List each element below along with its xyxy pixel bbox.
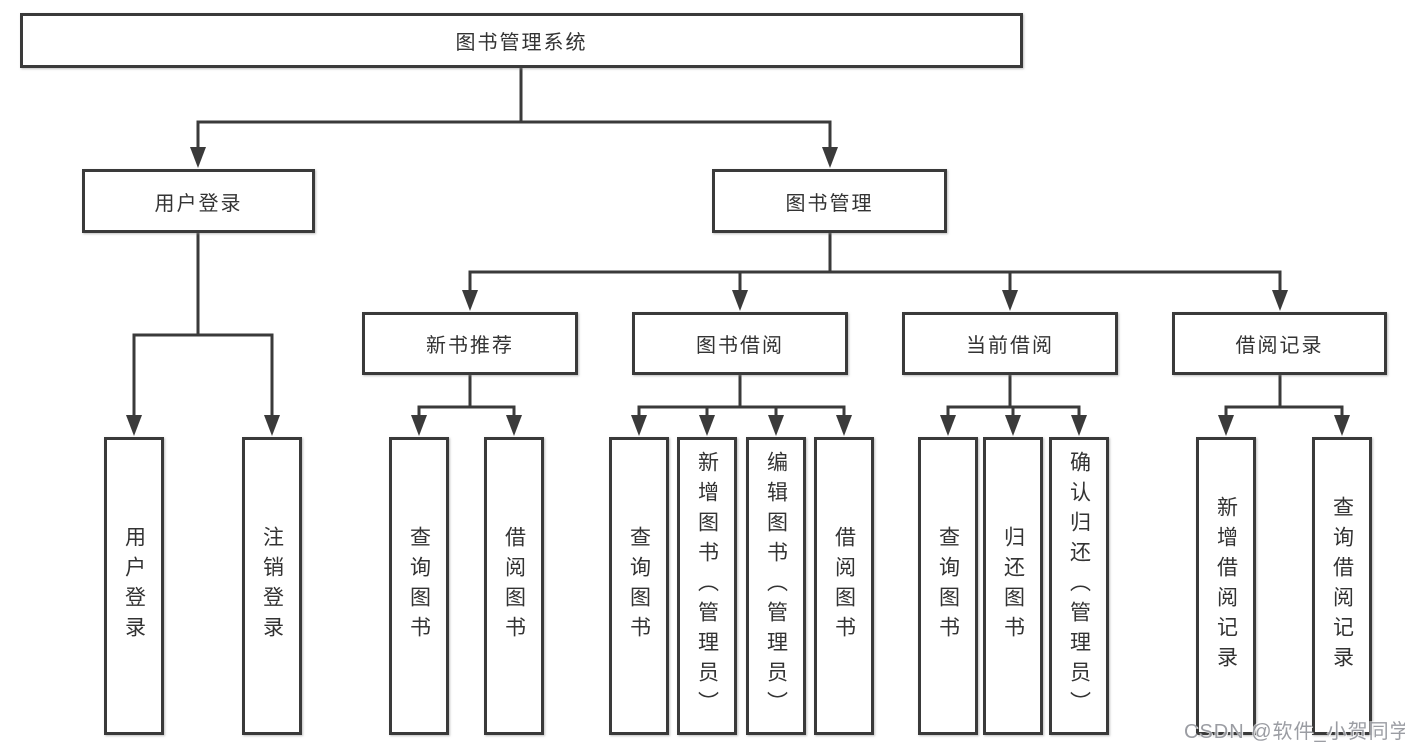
arrowhead-icon: [940, 415, 956, 436]
arrowhead-icon: [190, 147, 206, 168]
node-label: 借阅图书: [832, 526, 856, 646]
node-label: 查询图书: [627, 526, 651, 646]
csdn-watermark: CSDN @软件_小贺同学: [1184, 721, 1405, 743]
node-book-borrowing: 图书借阅: [632, 312, 848, 375]
leaf-query-books-recommend: 查询图书: [389, 437, 449, 735]
node-user-login: 用户登录: [82, 169, 315, 233]
arrowhead-icon: [631, 415, 647, 436]
leaf-confirm-return-admin: 确认归还（管理员）: [1049, 437, 1109, 735]
leaf-add-borrow-record: 新增借阅记录: [1196, 437, 1256, 735]
arrowhead-icon: [732, 290, 748, 311]
node-label: 借阅图书: [502, 526, 526, 646]
leaf-query-borrow-record: 查询借阅记录: [1312, 437, 1372, 735]
node-label: 确认归还（管理员）: [1067, 451, 1091, 721]
leaf-borrow-books-recommend: 借阅图书: [484, 437, 544, 735]
leaf-query-books-borrowing: 查询图书: [609, 437, 669, 735]
node-label: 查询图书: [936, 526, 960, 646]
arrowhead-icon: [1002, 290, 1018, 311]
arrowhead-icon: [822, 147, 838, 168]
arrowhead-icon: [1005, 415, 1021, 436]
arrowhead-icon: [768, 415, 784, 436]
arrowhead-icon: [411, 415, 427, 436]
node-current-borrowing: 当前借阅: [902, 312, 1118, 375]
leaf-query-books-current: 查询图书: [918, 437, 978, 735]
node-label: 注销登录: [260, 526, 284, 646]
node-label: 图书管理系统: [455, 32, 588, 54]
node-borrowing-records: 借阅记录: [1172, 312, 1387, 375]
node-label: 图书管理: [785, 192, 874, 215]
node-label: 新增图书（管理员）: [695, 451, 719, 721]
node-label: 用户登录: [154, 192, 243, 215]
leaf-logout: 注销登录: [242, 437, 302, 735]
node-label: 借阅记录: [1235, 335, 1324, 357]
leaf-add-book-admin: 新增图书（管理员）: [677, 437, 737, 735]
arrowhead-icon: [1071, 415, 1087, 436]
node-book-management: 图书管理: [712, 169, 947, 233]
node-label: 当前借阅: [966, 335, 1054, 357]
node-label: 归还图书: [1001, 526, 1025, 646]
node-label: 查询借阅记录: [1330, 496, 1354, 676]
node-label: 编辑图书（管理员）: [764, 451, 788, 721]
leaf-return-book: 归还图书: [983, 437, 1043, 735]
arrowhead-icon: [462, 290, 478, 311]
arrowhead-icon: [1334, 415, 1350, 436]
arrowhead-icon: [836, 415, 852, 436]
node-label: 新书推荐: [426, 335, 514, 357]
arrowhead-icon: [1218, 415, 1234, 436]
arrowhead-icon: [264, 415, 280, 436]
arrowhead-icon: [1272, 290, 1288, 311]
leaf-user-login: 用户登录: [104, 437, 164, 735]
node-label: 用户登录: [122, 526, 146, 646]
leaf-borrow-books-borrowing: 借阅图书: [814, 437, 874, 735]
node-label: 新增借阅记录: [1214, 496, 1238, 676]
node-label: 图书借阅: [696, 335, 784, 357]
arrowhead-icon: [126, 415, 142, 436]
node-label: 查询图书: [407, 526, 431, 646]
arrowhead-icon: [699, 415, 715, 436]
leaf-edit-book-admin: 编辑图书（管理员）: [746, 437, 806, 735]
node-root: 图书管理系统: [20, 13, 1023, 68]
arrowhead-icon: [506, 415, 522, 436]
node-new-book-recommend: 新书推荐: [362, 312, 578, 375]
